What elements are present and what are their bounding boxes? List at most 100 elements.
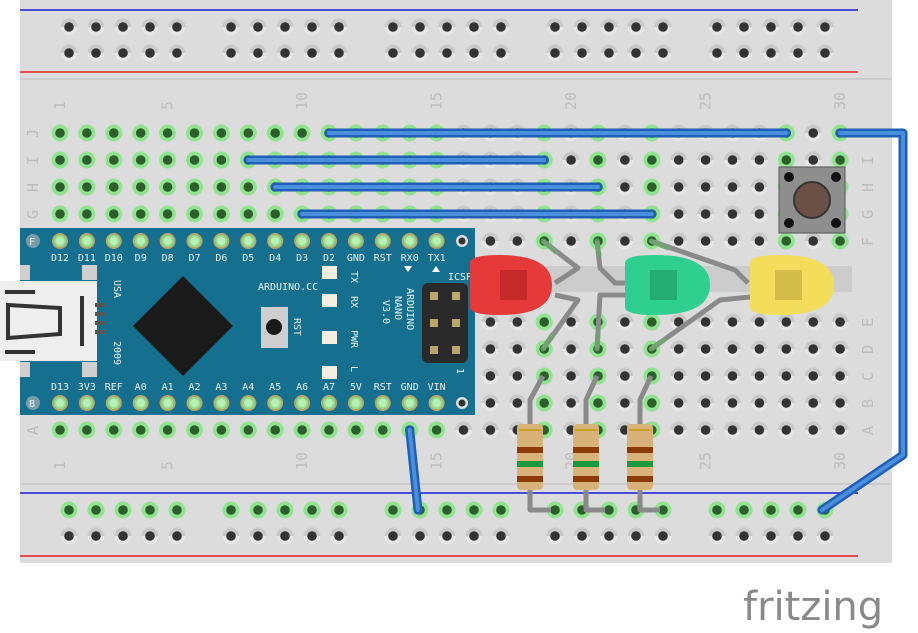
breadboard-hole[interactable] <box>735 44 753 62</box>
resistor[interactable] <box>627 424 653 490</box>
breadboard-hole[interactable] <box>239 124 257 142</box>
arduino-pin-a3[interactable]: A3 <box>213 382 230 411</box>
breadboard-hole[interactable] <box>616 151 634 169</box>
breadboard-hole[interactable] <box>508 232 526 250</box>
breadboard-hole[interactable] <box>132 421 150 439</box>
arduino-pin-a7[interactable]: A7 <box>321 382 337 411</box>
breadboard-hole[interactable] <box>804 340 822 358</box>
breadboard-hole[interactable] <box>481 313 499 331</box>
breadboard-hole[interactable] <box>249 527 267 545</box>
breadboard-hole[interactable] <box>276 18 294 36</box>
breadboard-hole[interactable] <box>654 18 672 36</box>
breadboard-hole[interactable] <box>78 124 96 142</box>
arduino-pin-d2[interactable]: D2 <box>321 233 337 264</box>
arduino-pin-rx0[interactable]: RX0 <box>401 233 419 264</box>
breadboard-hole[interactable] <box>266 124 284 142</box>
breadboard-hole[interactable] <box>141 527 159 545</box>
breadboard-hole[interactable] <box>616 367 634 385</box>
breadboard-hole[interactable] <box>168 18 186 36</box>
breadboard-hole[interactable] <box>455 421 472 439</box>
arduino-pin-d7[interactable]: D7 <box>186 233 203 264</box>
breadboard-hole[interactable] <box>804 232 822 250</box>
breadboard-hole[interactable] <box>276 44 294 62</box>
breadboard-hole[interactable] <box>535 313 553 331</box>
led-green[interactable] <box>625 255 710 315</box>
breadboard-hole[interactable] <box>438 44 456 62</box>
breadboard-hole[interactable] <box>589 394 607 412</box>
breadboard-hole[interactable] <box>212 178 230 196</box>
breadboard-hole[interactable] <box>303 527 321 545</box>
breadboard-hole[interactable] <box>465 44 483 62</box>
breadboard-hole[interactable] <box>804 421 822 439</box>
arduino-pin-a4[interactable]: A4 <box>240 382 257 411</box>
breadboard-hole[interactable] <box>87 18 105 36</box>
breadboard-hole[interactable] <box>600 527 618 545</box>
breadboard-hole[interactable] <box>384 501 402 519</box>
breadboard-hole[interactable] <box>562 340 580 358</box>
breadboard-hole[interactable] <box>562 232 580 250</box>
arduino-pin-d8[interactable]: D8 <box>159 233 176 264</box>
breadboard-hole[interactable] <box>114 527 132 545</box>
breadboard-hole[interactable] <box>724 178 741 196</box>
breadboard-hole[interactable] <box>186 205 203 223</box>
breadboard-hole[interactable] <box>159 151 177 169</box>
breadboard-hole[interactable] <box>465 18 483 36</box>
breadboard-hole[interactable] <box>724 340 741 358</box>
breadboard-hole[interactable] <box>816 44 834 62</box>
breadboard-hole[interactable] <box>508 367 526 385</box>
breadboard-hole[interactable] <box>51 205 69 223</box>
breadboard-hole[interactable] <box>384 44 402 62</box>
breadboard-hole[interactable] <box>777 340 795 358</box>
breadboard-hole[interactable] <box>374 421 392 439</box>
breadboard-hole[interactable] <box>708 44 726 62</box>
arduino-pin-d6[interactable]: D6 <box>213 233 230 264</box>
breadboard-hole[interactable] <box>249 44 267 62</box>
breadboard-hole[interactable] <box>141 501 159 519</box>
breadboard-hole[interactable] <box>465 527 483 545</box>
breadboard-hole[interactable] <box>616 313 634 331</box>
breadboard-hole[interactable] <box>186 151 203 169</box>
breadboard-hole[interactable] <box>804 394 822 412</box>
breadboard-hole[interactable] <box>831 232 849 250</box>
breadboard-hole[interactable] <box>804 367 822 385</box>
breadboard-hole[interactable] <box>438 501 456 519</box>
breadboard-hole[interactable] <box>105 421 123 439</box>
breadboard-hole[interactable] <box>60 44 78 62</box>
breadboard-hole[interactable] <box>573 527 591 545</box>
breadboard-hole[interactable] <box>750 313 768 331</box>
arduino-pin-gnd[interactable]: GND <box>401 382 419 411</box>
breadboard-hole[interactable] <box>492 527 510 545</box>
breadboard-hole[interactable] <box>303 501 321 519</box>
arduino-pin-a0[interactable]: A0 <box>132 382 149 411</box>
breadboard-hole[interactable] <box>438 18 456 36</box>
breadboard-hole[interactable] <box>141 44 159 62</box>
breadboard-hole[interactable] <box>159 205 177 223</box>
breadboard-hole[interactable] <box>708 501 726 519</box>
breadboard-hole[interactable] <box>600 18 618 36</box>
breadboard-hole[interactable] <box>643 178 661 196</box>
breadboard-hole[interactable] <box>627 44 645 62</box>
breadboard-hole[interactable] <box>562 394 580 412</box>
breadboard-hole[interactable] <box>105 124 123 142</box>
breadboard-hole[interactable] <box>239 421 257 439</box>
breadboard-hole[interactable] <box>562 367 580 385</box>
arduino-pin-5v[interactable]: 5V <box>347 382 364 411</box>
breadboard-hole[interactable] <box>481 421 499 439</box>
breadboard-hole[interactable] <box>87 501 105 519</box>
arduino-pin-a6[interactable]: A6 <box>294 382 311 411</box>
breadboard-hole[interactable] <box>51 151 69 169</box>
pushbutton[interactable] <box>778 166 846 234</box>
breadboard-hole[interactable] <box>330 501 348 519</box>
breadboard-hole[interactable] <box>546 44 564 62</box>
resistor[interactable] <box>517 424 543 490</box>
breadboard-hole[interactable] <box>508 313 526 331</box>
jumper-wire[interactable] <box>817 128 908 515</box>
breadboard-hole[interactable] <box>293 421 311 439</box>
breadboard-hole[interactable] <box>750 394 768 412</box>
breadboard-hole[interactable] <box>239 205 257 223</box>
arduino-pin-a1[interactable]: A1 <box>159 382 176 411</box>
breadboard-hole[interactable] <box>78 421 96 439</box>
breadboard-hole[interactable] <box>724 151 741 169</box>
breadboard-hole[interactable] <box>276 527 294 545</box>
breadboard-hole[interactable] <box>697 340 715 358</box>
